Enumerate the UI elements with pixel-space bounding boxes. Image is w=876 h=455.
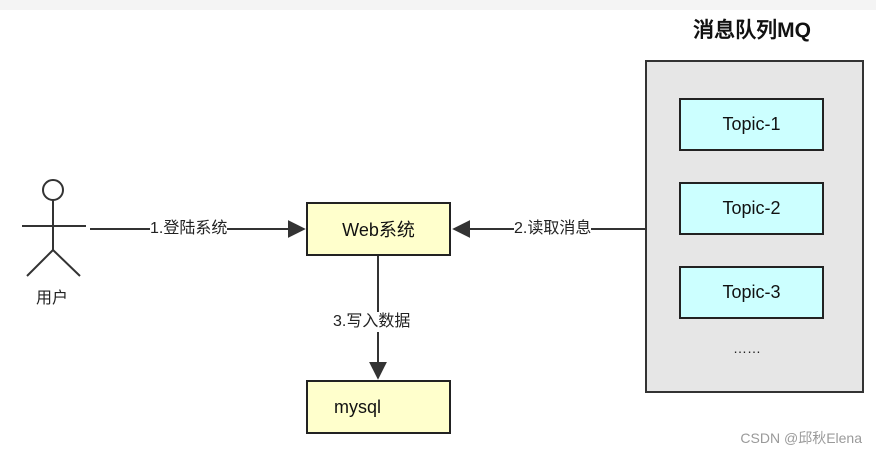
write-edge-label: 3.写入数据 bbox=[333, 312, 411, 332]
top-strip bbox=[0, 0, 876, 10]
topic-label: Topic-2 bbox=[722, 198, 781, 218]
more-topics-ellipsis: …… bbox=[733, 340, 761, 356]
topic-node-1: Topic-1 bbox=[679, 98, 824, 151]
user-actor-icon bbox=[22, 179, 86, 277]
topic-node-3: Topic-3 bbox=[679, 266, 824, 319]
web-system-label: Web系统 bbox=[342, 220, 415, 240]
watermark: CSDN @邱秋Elena bbox=[740, 430, 862, 446]
web-system-node: Web系统 bbox=[306, 202, 451, 256]
login-edge-label: 1.登陆系统 bbox=[150, 219, 228, 239]
user-label: 用户 bbox=[36, 290, 69, 307]
mysql-label: mysql bbox=[334, 396, 382, 417]
mq-title: 消息队列MQ bbox=[693, 19, 811, 42]
topic-label: Topic-1 bbox=[722, 114, 781, 134]
topic-node-2: Topic-2 bbox=[679, 182, 824, 235]
read-edge-label: 2.读取消息 bbox=[514, 219, 592, 239]
topic-label: Topic-3 bbox=[722, 282, 781, 302]
mysql-node: mysql bbox=[306, 380, 451, 434]
